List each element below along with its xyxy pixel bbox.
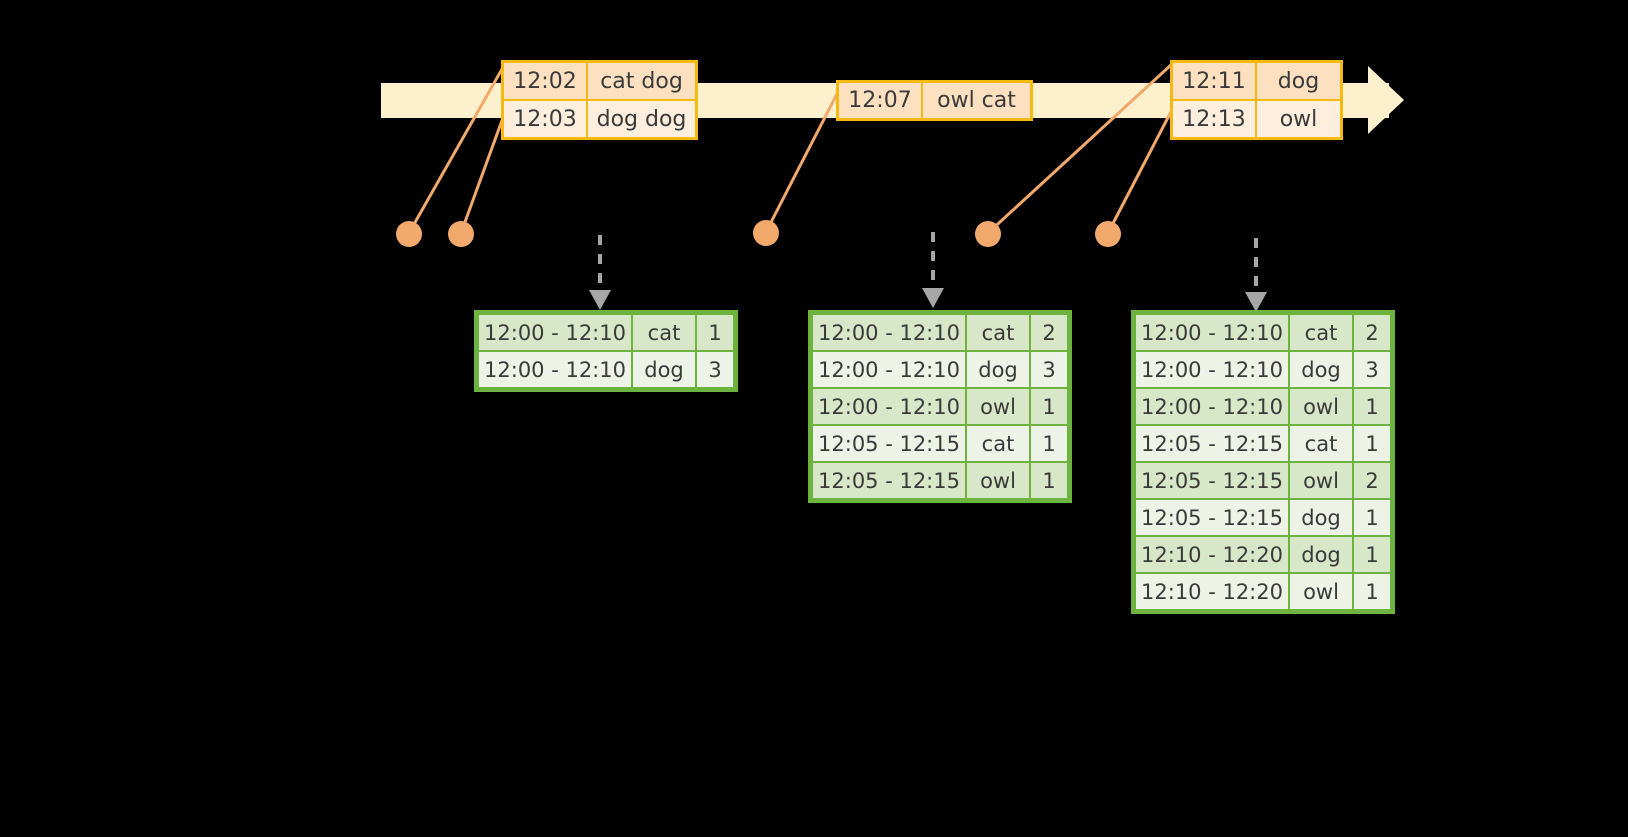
count-cell: 1: [1354, 426, 1390, 461]
window-cell: 12:00 - 12:10: [813, 389, 965, 424]
event-row[interactable]: 12:02 cat dog: [504, 63, 695, 99]
result-table-3[interactable]: 12:00 - 12:10 cat 2 12:00 - 12:10 dog 3 …: [1131, 310, 1395, 614]
event-dot-5[interactable]: [1095, 221, 1121, 247]
word-cell: dog: [1290, 537, 1352, 572]
window-cell: 12:05 - 12:15: [813, 463, 965, 498]
event-row[interactable]: 12:07 owl cat: [839, 83, 1030, 118]
window-cell: 12:05 - 12:15: [1136, 463, 1288, 498]
table-row[interactable]: 12:00 - 12:10 cat 1: [479, 315, 733, 350]
count-cell: 1: [1031, 463, 1067, 498]
event-words: dog: [1257, 63, 1340, 99]
word-cell: cat: [633, 315, 695, 350]
event-row[interactable]: 12:11 dog: [1173, 63, 1340, 99]
event-time: 12:13: [1173, 101, 1257, 137]
count-cell: 3: [1354, 352, 1390, 387]
table-row[interactable]: 12:10 - 12:20 owl 1: [1136, 574, 1390, 609]
wire-5: [1106, 103, 1177, 234]
result-table-1[interactable]: 12:00 - 12:10 cat 1 12:00 - 12:10 dog 3: [474, 310, 738, 392]
window-cell: 12:05 - 12:15: [1136, 426, 1288, 461]
count-cell: 3: [1031, 352, 1067, 387]
window-cell: 12:10 - 12:20: [1136, 574, 1288, 609]
emit-arrow-head-1: [589, 290, 611, 310]
count-cell: 1: [1354, 500, 1390, 535]
word-cell: owl: [1290, 389, 1352, 424]
count-cell: 2: [1031, 315, 1067, 350]
table-row[interactable]: 12:05 - 12:15 owl 1: [813, 463, 1067, 498]
event-dot-4[interactable]: [975, 221, 1001, 247]
word-cell: owl: [967, 389, 1029, 424]
table-row[interactable]: 12:10 - 12:20 dog 1: [1136, 537, 1390, 572]
event-row[interactable]: 12:03 dog dog: [504, 99, 695, 137]
window-cell: 12:05 - 12:15: [1136, 500, 1288, 535]
word-cell: dog: [967, 352, 1029, 387]
window-cell: 12:00 - 12:10: [1136, 315, 1288, 350]
count-cell: 2: [1354, 315, 1390, 350]
table-row[interactable]: 12:05 - 12:15 owl 2: [1136, 463, 1390, 498]
event-dot-3[interactable]: [753, 220, 779, 246]
event-words: owl: [1257, 101, 1340, 137]
event-words: owl cat: [923, 83, 1030, 118]
event-dot-2[interactable]: [448, 221, 474, 247]
word-cell: owl: [1290, 463, 1352, 498]
count-cell: 2: [1354, 463, 1390, 498]
word-cell: cat: [1290, 426, 1352, 461]
table-row[interactable]: 12:05 - 12:15 cat 1: [813, 426, 1067, 461]
window-cell: 12:10 - 12:20: [1136, 537, 1288, 572]
count-cell: 1: [1031, 389, 1067, 424]
emit-arrow-head-3: [1245, 292, 1267, 312]
window-cell: 12:05 - 12:15: [813, 426, 965, 461]
event-time: 12:03: [504, 101, 588, 137]
event-time: 12:02: [504, 63, 588, 99]
word-cell: owl: [1290, 574, 1352, 609]
result-table-2[interactable]: 12:00 - 12:10 cat 2 12:00 - 12:10 dog 3 …: [808, 310, 1072, 503]
word-cell: dog: [633, 352, 695, 387]
event-group-1[interactable]: 12:02 cat dog 12:03 dog dog: [501, 60, 698, 140]
event-words: dog dog: [588, 101, 695, 137]
count-cell: 1: [1354, 537, 1390, 572]
count-cell: 3: [697, 352, 733, 387]
table-row[interactable]: 12:00 - 12:10 owl 1: [813, 389, 1067, 424]
table-row[interactable]: 12:05 - 12:15 cat 1: [1136, 426, 1390, 461]
count-cell: 1: [1354, 574, 1390, 609]
table-row[interactable]: 12:00 - 12:10 dog 3: [479, 352, 733, 387]
window-cell: 12:00 - 12:10: [479, 352, 631, 387]
table-row[interactable]: 12:00 - 12:10 dog 3: [1136, 352, 1390, 387]
table-row[interactable]: 12:05 - 12:15 dog 1: [1136, 500, 1390, 535]
event-row[interactable]: 12:13 owl: [1173, 99, 1340, 137]
word-cell: owl: [967, 463, 1029, 498]
timeline-arrow-head: [1368, 66, 1404, 134]
event-time: 12:11: [1173, 63, 1257, 99]
event-group-2[interactable]: 12:07 owl cat: [836, 80, 1033, 121]
count-cell: 1: [697, 315, 733, 350]
word-cell: dog: [1290, 500, 1352, 535]
word-cell: cat: [967, 315, 1029, 350]
emit-arrow-head-2: [922, 288, 944, 308]
window-cell: 12:00 - 12:10: [1136, 352, 1288, 387]
window-cell: 12:00 - 12:10: [813, 315, 965, 350]
word-cell: cat: [967, 426, 1029, 461]
event-group-3[interactable]: 12:11 dog 12:13 owl: [1170, 60, 1343, 140]
table-row[interactable]: 12:00 - 12:10 cat 2: [813, 315, 1067, 350]
table-row[interactable]: 12:00 - 12:10 dog 3: [813, 352, 1067, 387]
table-row[interactable]: 12:00 - 12:10 cat 2: [1136, 315, 1390, 350]
count-cell: 1: [1354, 389, 1390, 424]
event-time: 12:07: [839, 83, 923, 118]
window-cell: 12:00 - 12:10: [1136, 389, 1288, 424]
event-words: cat dog: [588, 63, 695, 99]
word-cell: dog: [1290, 352, 1352, 387]
event-dot-1[interactable]: [396, 221, 422, 247]
count-cell: 1: [1031, 426, 1067, 461]
table-row[interactable]: 12:00 - 12:10 owl 1: [1136, 389, 1390, 424]
window-cell: 12:00 - 12:10: [479, 315, 631, 350]
word-cell: cat: [1290, 315, 1352, 350]
window-cell: 12:00 - 12:10: [813, 352, 965, 387]
